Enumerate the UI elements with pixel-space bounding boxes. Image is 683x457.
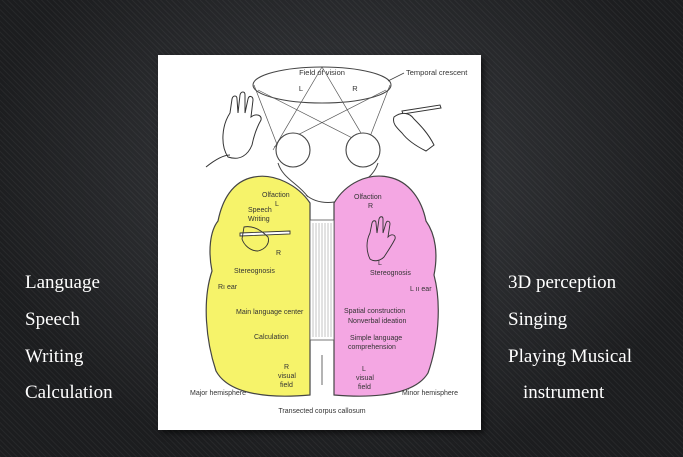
right-stereognosis-label: Stereognosis [370, 270, 411, 277]
left-list-item-writing: Writing [25, 346, 84, 367]
right-open-hand-icon [366, 216, 396, 262]
main-language-center-label: Main language center [236, 309, 304, 316]
right-ear-label: L ıı ear [410, 286, 432, 293]
corpus-callosum-label: Transected corpus callosum [278, 408, 365, 415]
left-stereognosis-label: Stereognosis [234, 268, 275, 275]
pen-left-icon [239, 230, 291, 237]
left-field-label: field [280, 382, 293, 389]
corpus-callosum [309, 219, 335, 341]
left-visual-side: R [284, 364, 289, 371]
right-eye [345, 132, 381, 168]
major-hemisphere-label: Major hemisphere [190, 390, 246, 397]
right-list-item-instrument: instrument [523, 382, 605, 403]
temporal-crescent-label: Temporal crescent [406, 68, 468, 77]
right-list-item-playing-musical: Playing Musical [508, 346, 633, 367]
right-hemisphere [333, 175, 439, 397]
right-hemisphere-labels: Olfaction R L Stereognosis L ıı ear Spat… [344, 194, 458, 397]
left-list-item-calculation: Calculation [25, 382, 113, 403]
right-hand-top-icon [393, 112, 435, 152]
left-ear-label: Rı ear [218, 284, 238, 291]
right-hand-side-label: L [378, 260, 382, 267]
spatial-construction-label: Spatial construction [344, 308, 405, 315]
left-list-item-language: Language [25, 272, 100, 293]
pen-top-icon [401, 104, 442, 115]
field-of-vision-label: Field of vision [299, 68, 345, 77]
right-visual-side: L [362, 366, 366, 373]
left-olfaction-label: Olfaction [262, 192, 290, 199]
left-hemisphere-labels: Olfaction L Speech Writing R Stereognosi… [190, 192, 304, 397]
left-olfaction-side: L [275, 201, 279, 208]
calculation-label: Calculation [254, 334, 289, 341]
field-left-label: L [299, 84, 303, 93]
left-eye [275, 132, 311, 168]
right-field-label: field [358, 384, 371, 391]
left-speech-label: Speech [248, 207, 272, 214]
simple-language-label: Simple language [350, 335, 402, 342]
left-visual-label: visual [278, 373, 296, 380]
left-list-item-speech: Speech [25, 309, 80, 330]
left-writing-label: Writing [248, 216, 270, 223]
field-right-label: R [352, 84, 358, 93]
comprehension-label: comprehension [348, 344, 396, 351]
right-list-item-singing: Singing [508, 309, 568, 330]
brain-diagram-svg: Field of vision L R Temporal crescent [190, 66, 468, 415]
temporal-crescent-pointer [387, 72, 405, 82]
left-writing-hand-icon [241, 226, 269, 252]
right-olfaction-side: R [368, 203, 373, 210]
minor-hemisphere-label: Minor hemisphere [402, 390, 458, 397]
right-visual-label: visual [356, 375, 374, 382]
split-brain-diagram: Field of vision L R Temporal crescent [158, 55, 481, 430]
right-list-item-3d-perception: 3D perception [508, 272, 617, 293]
nonverbal-ideation-label: Nonverbal ideation [348, 318, 406, 325]
left-hand-top-icon [222, 91, 262, 159]
left-hand-side-label: R [276, 250, 281, 257]
right-olfaction-label: Olfaction [354, 194, 382, 201]
